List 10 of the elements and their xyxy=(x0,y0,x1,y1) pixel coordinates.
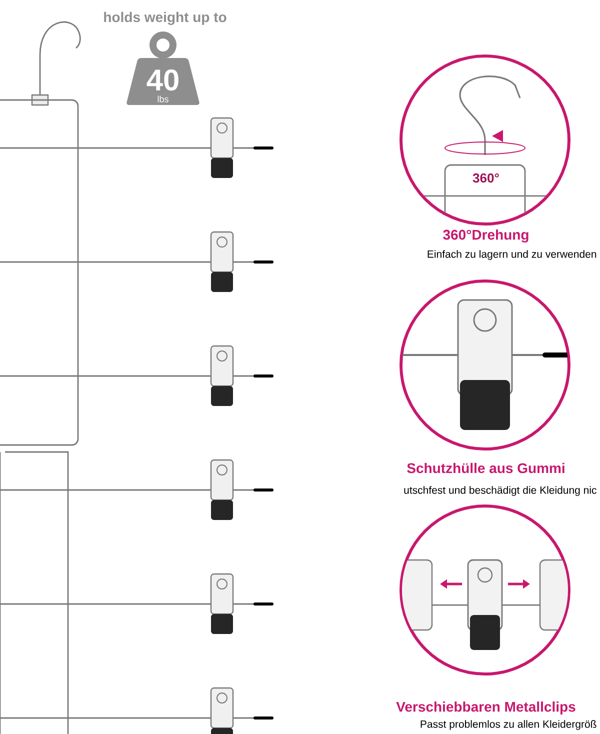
feature-title: Schutzhülle aus Gummi xyxy=(407,462,564,474)
feature-title: Verschiebbaren Metallclips xyxy=(396,701,576,715)
feature-title: 360°Drehung xyxy=(443,229,528,243)
weight-value: 40 xyxy=(146,69,178,91)
unit-label: lbs xyxy=(158,96,168,102)
feature-description: utschfest und beschädigt die Kleidung nic xyxy=(404,486,596,496)
badge-text: holds weight up to xyxy=(104,12,226,25)
feature-description: Passt problemlos zu allen Kleidergröß xyxy=(420,720,596,730)
angle-label: 360° xyxy=(472,173,499,183)
feature-description: Einfach zu lagern und zu verwenden xyxy=(428,250,596,260)
